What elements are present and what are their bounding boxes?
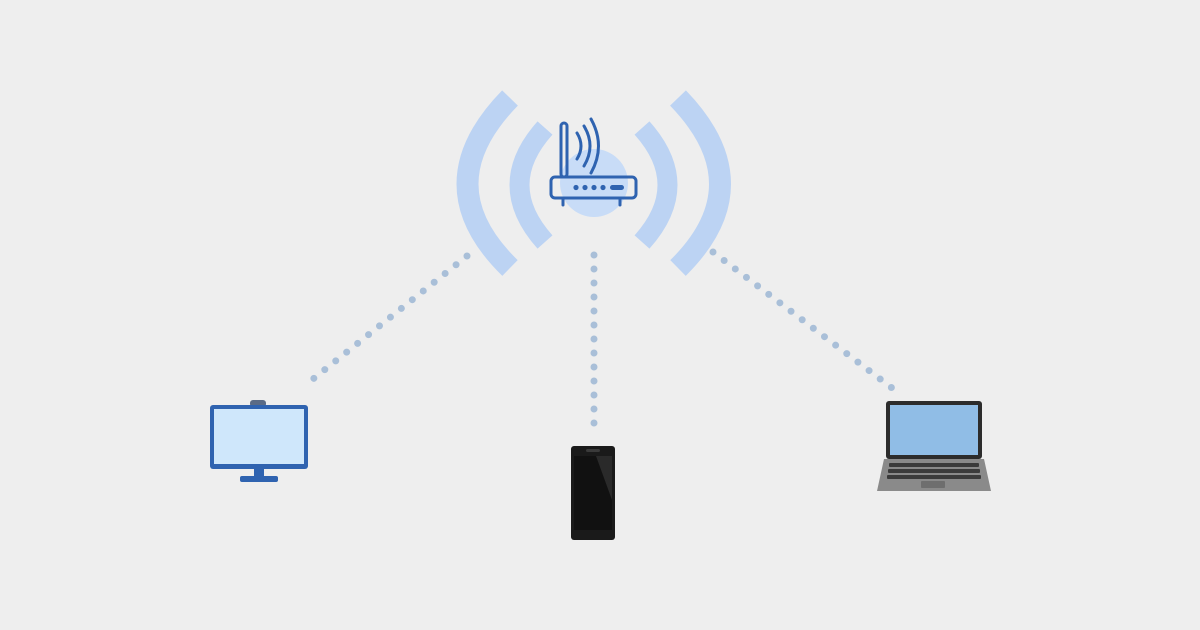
- monitor-neck: [254, 469, 264, 477]
- laptop-screen: [890, 405, 978, 455]
- wave-right-outer: [669, 90, 731, 276]
- wave-left-inner: [509, 121, 553, 249]
- router-signal-arc-2: [582, 124, 592, 168]
- phone-speaker: [586, 449, 600, 452]
- router-signal-arc-3: [589, 117, 600, 175]
- laptop-keyboard: [887, 463, 981, 479]
- monitor-screen: [214, 409, 304, 464]
- smartphone-icon: [571, 446, 615, 540]
- wave-left-outer: [456, 90, 518, 276]
- connection-lines: [299, 248, 896, 434]
- wifi-signal-waves: [456, 90, 731, 276]
- link-router-monitor: [299, 252, 471, 391]
- wave-right-inner: [634, 121, 678, 249]
- phone-screen-glare: [596, 456, 612, 500]
- wifi-router-icon: [549, 117, 638, 217]
- router-body: [549, 175, 638, 200]
- laptop-touchpad: [921, 481, 945, 488]
- router-glow: [560, 149, 628, 217]
- link-router-laptop: [709, 248, 896, 392]
- monitor-icon: [210, 400, 308, 482]
- monitor-stand: [240, 476, 278, 482]
- laptop-icon: [877, 401, 991, 491]
- router-status-leds: [573, 184, 624, 191]
- router-signal-arc-1: [575, 131, 583, 161]
